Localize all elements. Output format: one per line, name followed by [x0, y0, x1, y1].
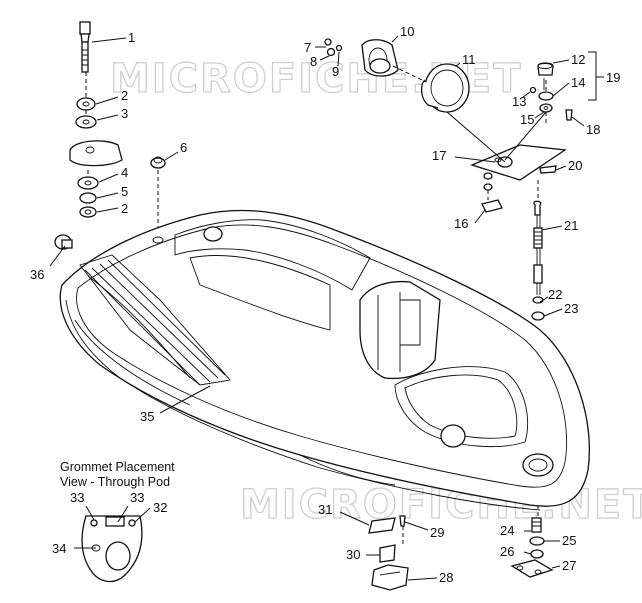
leader-lines — [49, 35, 604, 581]
callout-11: 11 — [462, 52, 476, 67]
callout-30: 30 — [346, 547, 360, 562]
callout-35: 35 — [140, 409, 154, 424]
grommet-inset: Grommet Placement View - Through Pod — [60, 460, 175, 583]
callout-8: 8 — [310, 54, 317, 69]
callout-22: 22 — [548, 287, 562, 302]
inset-title-line2: View - Through Pod — [60, 475, 170, 489]
callout-18: 18 — [586, 122, 600, 137]
callout-2-upper: 2 — [121, 88, 128, 103]
callout-17: 17 — [432, 148, 446, 163]
lower-hardware — [510, 505, 554, 578]
callout-31: 31 — [318, 502, 332, 517]
callout-29: 29 — [430, 525, 444, 540]
callout-10: 10 — [400, 24, 414, 39]
callout-21: 21 — [564, 218, 578, 233]
callout-15: 15 — [520, 112, 534, 127]
callout-24: 24 — [500, 523, 514, 538]
callout-36: 36 — [30, 267, 44, 282]
callout-1: 1 — [128, 30, 135, 45]
callout-3: 3 — [121, 106, 128, 121]
callout-13: 13 — [512, 94, 526, 109]
callout-4: 4 — [121, 165, 128, 180]
hull-body — [59, 209, 591, 511]
callout-23: 23 — [564, 301, 578, 316]
cable-21 — [531, 180, 545, 321]
callout-9: 9 — [332, 64, 339, 79]
callout-7: 7 — [304, 40, 311, 55]
mount-stud-stack — [69, 21, 123, 218]
drain-plug-36 — [54, 234, 73, 250]
callout-33-left: 33 — [70, 490, 84, 505]
callout-26: 26 — [500, 544, 514, 559]
callout-33-right: 33 — [130, 490, 144, 505]
callout-34: 34 — [52, 541, 66, 556]
callout-6: 6 — [180, 140, 187, 155]
callout-28: 28 — [439, 570, 453, 585]
gauge-cluster — [324, 38, 573, 213]
grommet-6 — [150, 156, 166, 228]
callout-16: 16 — [454, 216, 468, 231]
inset-title-line1: Grommet Placement — [60, 460, 175, 474]
callout-25: 25 — [562, 533, 576, 548]
callout-2-lower: 2 — [121, 201, 128, 216]
callout-19: 19 — [606, 70, 620, 85]
callout-32: 32 — [153, 500, 167, 515]
callout-14: 14 — [571, 75, 585, 90]
callout-5: 5 — [121, 184, 128, 199]
callout-27: 27 — [562, 558, 576, 573]
callout-12: 12 — [571, 52, 585, 67]
callout-labels: 1 2 3 4 5 2 6 7 8 9 10 11 12 13 14 15 16… — [30, 24, 620, 585]
lower-center-parts — [368, 515, 409, 591]
callout-20: 20 — [568, 158, 582, 173]
